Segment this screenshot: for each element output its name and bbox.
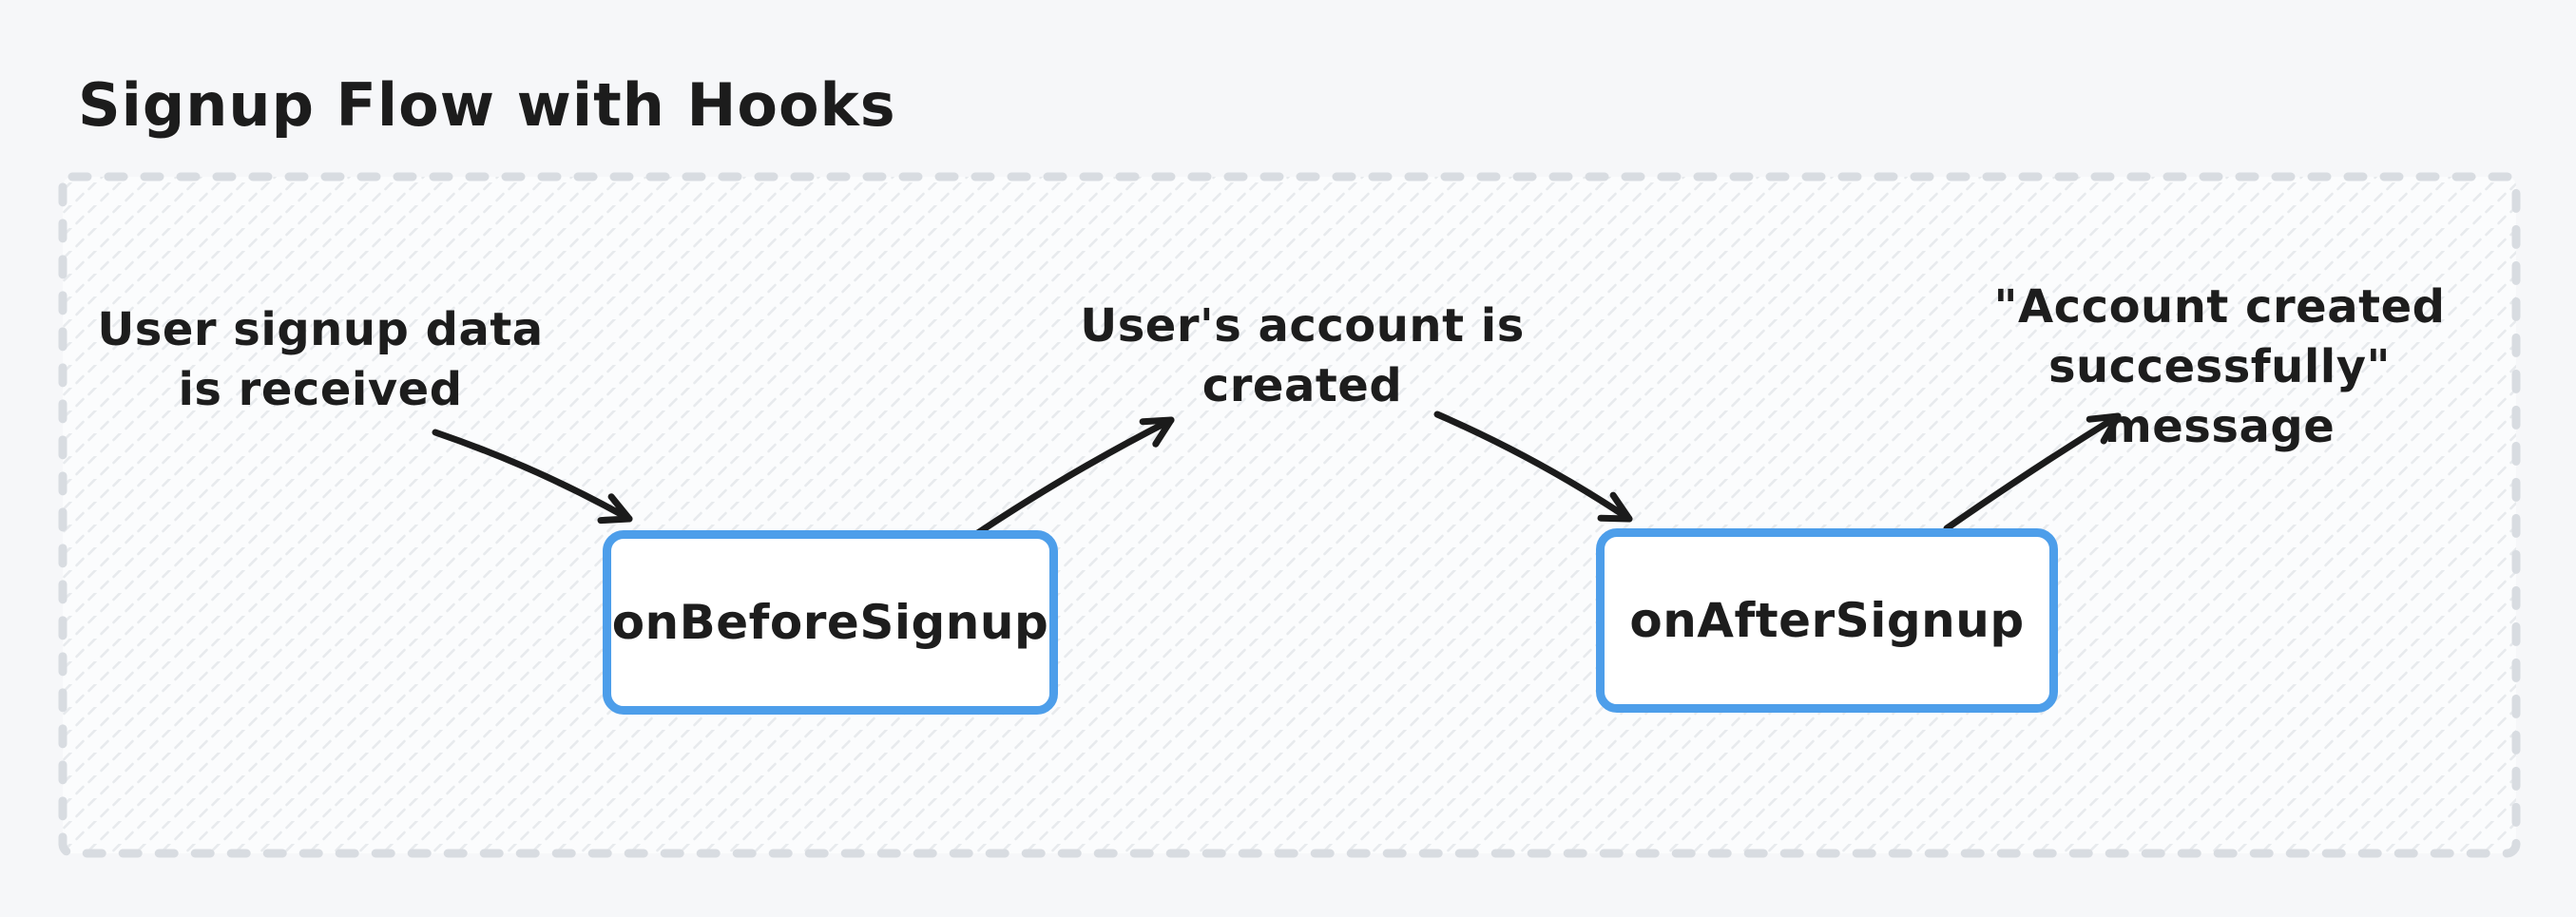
annotation-users-account-created: User's account is created — [1080, 299, 1525, 412]
annotation-user-signup-data: User signup data is received — [97, 303, 544, 416]
node-onAfterSignup-label: onAfterSignup — [1629, 593, 2025, 648]
arrowhead-icon — [1597, 491, 1633, 523]
arrow-before-to-created — [972, 416, 1175, 538]
arrow-after-to-message — [1943, 412, 2122, 532]
arrowhead-icon — [1139, 416, 1175, 448]
diagram-title: Signup Flow with Hooks — [78, 70, 896, 140]
arrowhead-icon — [2086, 412, 2122, 445]
arrowhead-icon — [597, 493, 633, 525]
arrow-input-to-before — [432, 429, 633, 525]
node-onBeforeSignup: onBeforeSignup — [603, 530, 1058, 715]
node-onBeforeSignup-label: onBeforeSignup — [611, 595, 1049, 650]
annotation-account-created-message: "Account created successfully" message — [1993, 280, 2446, 453]
arrow-created-to-after — [1433, 411, 1633, 523]
node-onAfterSignup: onAfterSignup — [1596, 528, 2058, 713]
